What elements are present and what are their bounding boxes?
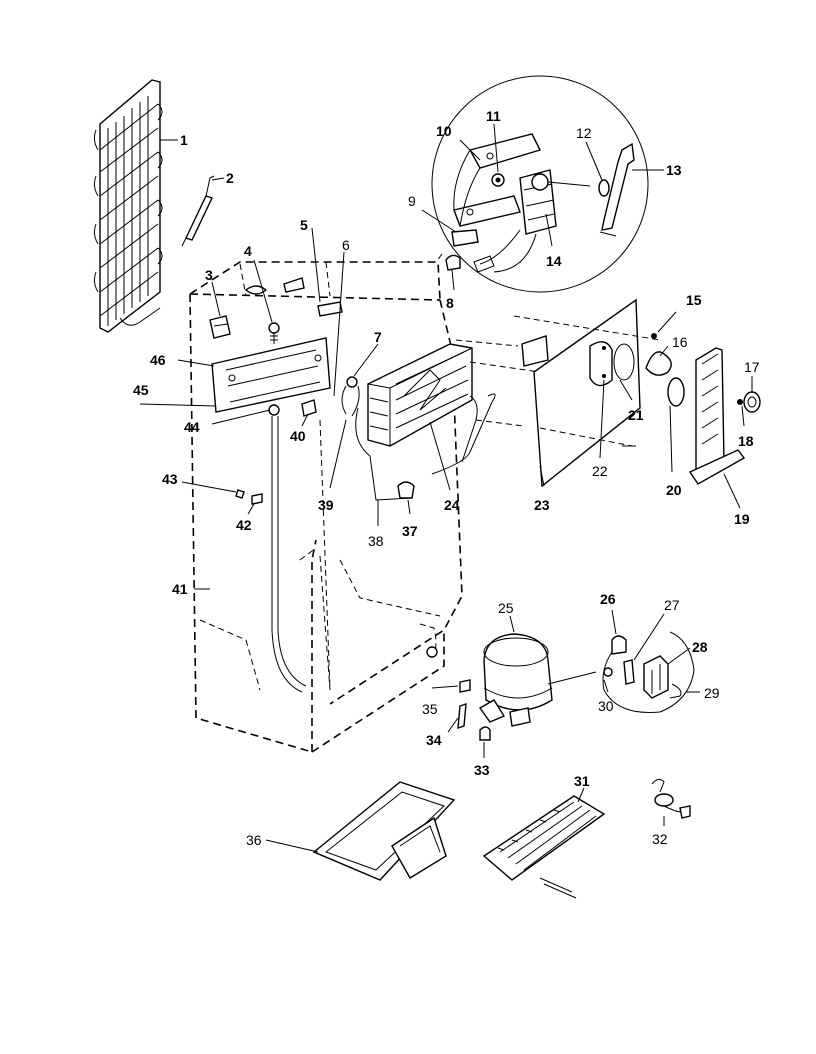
evaporator-cover-part-46 <box>211 337 331 413</box>
cabinet-outline-part <box>189 261 463 753</box>
part-label-32: 32 <box>652 831 668 847</box>
part-label-46: 46 <box>150 352 166 368</box>
fan-blade-part-16 <box>645 351 672 376</box>
part-label-18: 18 <box>738 433 754 449</box>
part-label-34: 34 <box>426 732 442 748</box>
part-label-44: 44 <box>184 419 200 435</box>
part-label-5: 5 <box>300 217 308 233</box>
part-label-28: 28 <box>692 639 708 655</box>
part-label-36: 36 <box>246 832 262 848</box>
part-label-15: 15 <box>686 292 702 308</box>
part-label-38: 38 <box>368 533 384 549</box>
part-label-27: 27 <box>664 597 680 613</box>
part-label-22: 22 <box>592 463 608 479</box>
part-label-24: 24 <box>444 497 460 513</box>
overload-part-26 <box>611 635 627 655</box>
part-label-14: 14 <box>546 253 562 269</box>
part-label-17: 17 <box>744 359 760 375</box>
part-label-13: 13 <box>666 162 682 178</box>
part-label-20: 20 <box>666 482 682 498</box>
condenser-coil-part <box>93 79 163 333</box>
part-label-37: 37 <box>402 523 418 539</box>
part-label-7: 7 <box>374 329 382 345</box>
part-label-23: 23 <box>534 497 550 513</box>
part-label-12: 12 <box>576 125 592 141</box>
mounting-bracket-part-10 <box>453 133 541 227</box>
part-label-29: 29 <box>704 685 720 701</box>
power-cord-part-32 <box>651 778 691 819</box>
evaporator-part-24 <box>355 343 496 501</box>
part-label-41: 41 <box>172 581 188 597</box>
motor-bracket-part-13 <box>599 142 635 237</box>
drain-pan-part-36 <box>312 781 456 881</box>
part-label-16: 16 <box>672 334 688 350</box>
drain-tube-part-44 <box>268 404 307 693</box>
part-label-8: 8 <box>446 295 454 311</box>
heater-part-7 <box>341 376 360 417</box>
part-label-42: 42 <box>236 517 252 533</box>
part-label-9: 9 <box>408 193 416 209</box>
part-label-43: 43 <box>162 471 178 487</box>
part-label-33: 33 <box>474 762 490 778</box>
knob-part-17 <box>743 391 761 413</box>
part-label-19: 19 <box>734 511 750 527</box>
thermostat-part-20 <box>667 377 685 473</box>
inset-detail-circle <box>431 75 649 293</box>
part-label-40: 40 <box>290 428 306 444</box>
part-label-35: 35 <box>422 701 438 717</box>
part-label-11: 11 <box>486 108 501 124</box>
part-label-25: 25 <box>498 600 514 616</box>
part-label-45: 45 <box>133 382 149 398</box>
drier-part <box>181 175 215 247</box>
clip-part-3 <box>209 315 231 339</box>
control-housing-part-19 <box>688 347 746 485</box>
part-label-31: 31 <box>574 773 590 789</box>
screw-part-4 <box>268 322 280 344</box>
relay-part-28 <box>643 655 669 699</box>
part-label-30: 30 <box>598 698 614 714</box>
condenser-plate-part-31 <box>482 795 606 899</box>
part-label-39: 39 <box>318 497 334 513</box>
part-label-6: 6 <box>342 237 350 253</box>
part-label-2: 2 <box>226 170 234 186</box>
part-label-10: 10 <box>436 123 452 139</box>
part-label-4: 4 <box>244 243 252 259</box>
starter-group-outline <box>602 631 695 714</box>
compressor-part-25 <box>478 633 597 727</box>
part-label-21: 21 <box>628 407 644 423</box>
part-label-1: 1 <box>180 132 188 148</box>
rear-panel-part-23 <box>533 298 641 488</box>
part-label-26: 26 <box>600 591 616 607</box>
part-label-3: 3 <box>205 267 213 283</box>
